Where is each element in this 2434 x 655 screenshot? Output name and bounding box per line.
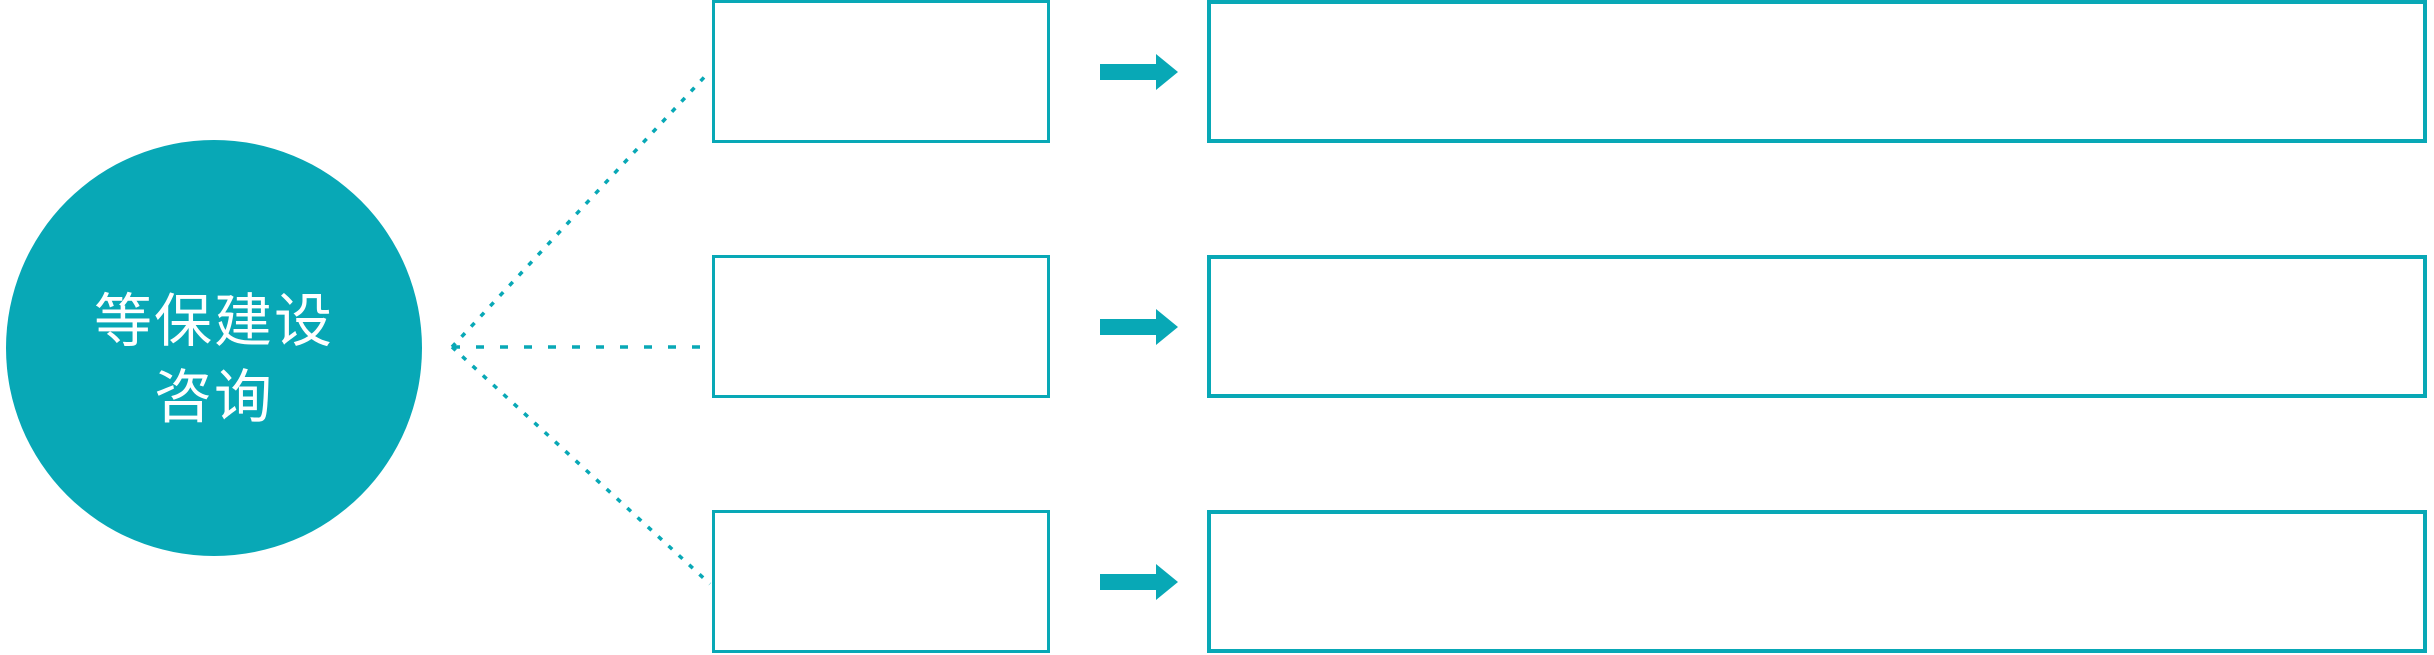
topic-circle: 等保建设 咨询 [6,140,422,556]
topic-label: 等保建设 咨询 [94,260,334,436]
topic-label-line1: 等保建设 [93,289,334,354]
arrow-right-icon [1100,564,1178,600]
description-box-3 [1207,510,2427,653]
dotted-connector-top-icon [450,69,712,349]
arrow-right-icon [1100,54,1178,90]
category-box-1 [712,0,1050,143]
description-box-2 [1207,255,2427,398]
arrow-right-icon [1100,309,1178,345]
category-box-2 [712,255,1050,398]
category-box-3 [712,510,1050,653]
topic-label-line2: 咨询 [153,365,274,430]
dotted-connector-bottom-icon [450,345,712,586]
description-box-1 [1207,0,2427,143]
